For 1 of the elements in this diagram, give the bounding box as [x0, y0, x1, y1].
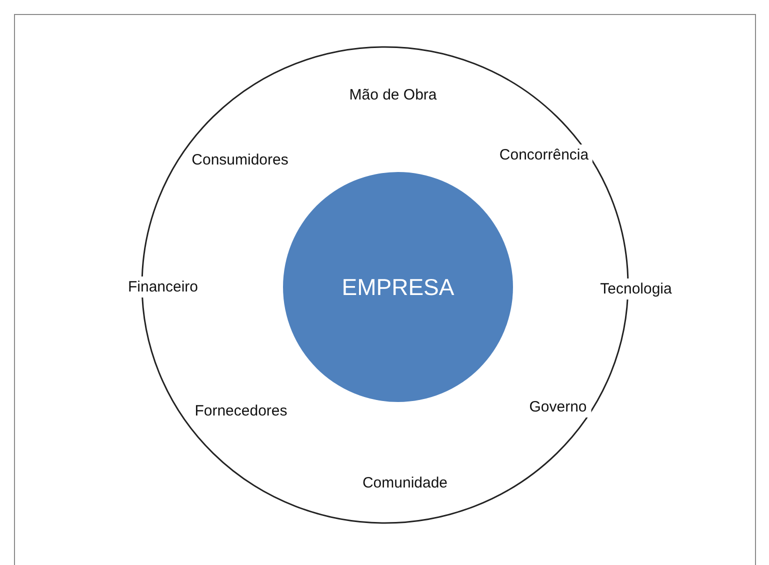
center-circle: EMPRESA — [283, 172, 513, 402]
